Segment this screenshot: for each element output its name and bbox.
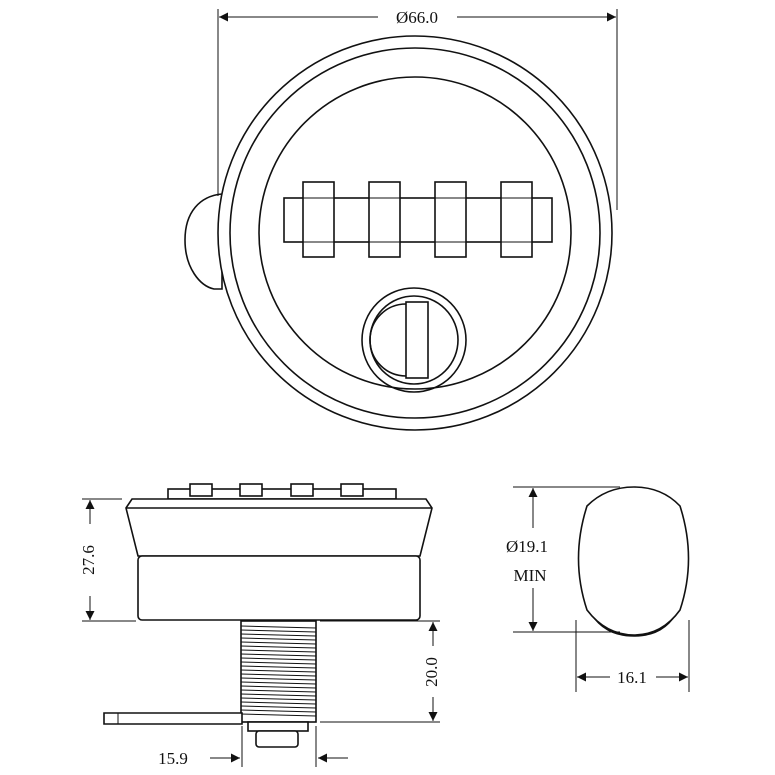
thread-line [240, 661, 317, 665]
thread-line [240, 689, 317, 693]
thread-lines [240, 625, 317, 717]
top-button-2 [239, 483, 263, 497]
thread-line [240, 677, 317, 681]
combination-dial-3 [434, 181, 467, 258]
thread-line [240, 669, 317, 673]
dimension-cutout-diameter: Ø19.1 MIN [506, 486, 620, 633]
thread-line [240, 709, 317, 713]
side-view: 27.6 20.0 15.9 [79, 483, 441, 768]
cam-offset-label: 15.9 [158, 749, 188, 768]
bezel-inner-ring [229, 47, 601, 419]
body-height-label: 27.6 [79, 545, 98, 575]
thread-line [240, 657, 317, 661]
thread-line [240, 697, 317, 701]
thread-length-label: 20.0 [422, 657, 441, 687]
thread-line [240, 641, 317, 645]
thread-line [240, 645, 317, 649]
dimension-cam-offset: 15.9 [158, 726, 348, 768]
dimension-thread-length: 20.0 [320, 620, 441, 723]
top-button-4 [340, 483, 364, 497]
overall-diameter-label: Ø66.0 [396, 8, 438, 27]
cutout-note-label: MIN [513, 566, 546, 585]
shaft-end [255, 730, 299, 748]
combination-dial-2 [368, 181, 401, 258]
cam-bar [103, 712, 243, 725]
thread-line [240, 649, 317, 653]
thread-line [240, 693, 317, 697]
thread-line [240, 705, 317, 709]
dimension-body-height: 27.6 [79, 498, 136, 622]
dimension-cutout-width: 16.1 [575, 620, 690, 692]
lock-face [258, 76, 572, 390]
panel-cutout-view: Ø19.1 MIN 16.1 [506, 486, 690, 692]
thread-line [240, 665, 317, 669]
outer-bezel [217, 35, 613, 431]
front-view: Ø66.0 [184, 8, 618, 431]
retaining-nut [247, 721, 309, 732]
top-button-3 [290, 483, 314, 497]
side-knob [184, 193, 223, 290]
combination-dial-4 [500, 181, 533, 258]
cutout-diameter-label: Ø19.1 [506, 537, 548, 556]
thread-line [240, 625, 317, 629]
cutout-width-label: 16.1 [617, 668, 647, 687]
thread-line [240, 637, 317, 641]
thread-line [240, 633, 317, 637]
thread-line [240, 653, 317, 657]
lock-body [137, 555, 421, 621]
thread-line [240, 713, 317, 717]
thread-line [240, 701, 317, 705]
override-keyhole [361, 287, 467, 393]
thread-line [240, 681, 317, 685]
top-button-1 [189, 483, 213, 497]
dial-bar [283, 197, 553, 243]
combination-dial-1 [302, 181, 335, 258]
thread-line [240, 673, 317, 677]
thread-line [240, 629, 317, 633]
thread-line [240, 685, 317, 689]
dimension-overall-diameter: Ø66.0 [217, 8, 618, 210]
